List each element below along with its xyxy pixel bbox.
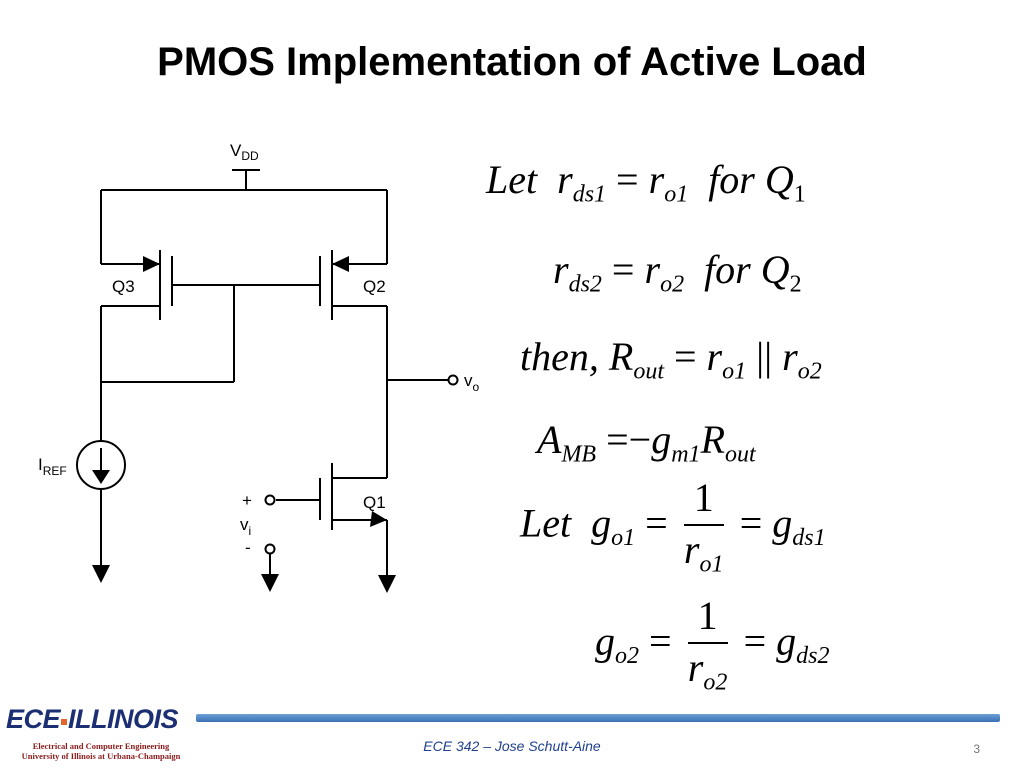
vo-terminal	[447, 374, 459, 386]
vi-minus-label: -	[245, 538, 251, 557]
footer-text: ECE 342 – Jose Schutt-Aine	[423, 738, 601, 754]
logo-subtitle: Electrical and Computer Engineering Univ…	[6, 741, 196, 761]
q3-label: Q3	[112, 277, 135, 296]
vi-plus-terminal	[264, 494, 276, 506]
slide-title: PMOS Implementation of Active Load	[157, 40, 867, 84]
iref-arrow	[92, 470, 110, 484]
equation-3: then, Rout = ro1 || ro2	[520, 334, 822, 385]
equation-1: Let rds1 = ro1 for Q1	[486, 157, 806, 208]
vdd-label: VDD	[230, 141, 259, 163]
equation-2: rds2 = ro2 for Q2	[553, 247, 802, 298]
page-number: 3	[973, 742, 980, 756]
fraction-1-over-ro1: 1 ro1	[683, 475, 724, 578]
q2-label: Q2	[363, 277, 386, 296]
q3-arrow	[143, 256, 160, 272]
equation-6: go2 = 1 ro2 = gds2	[595, 593, 830, 696]
vi-minus-terminal	[264, 543, 276, 555]
ground-arrow-left	[92, 565, 110, 583]
footer-bar	[196, 714, 1000, 722]
equation-4: AMB =−gm1Rout	[537, 417, 756, 468]
iref-label: IREF	[38, 455, 67, 478]
vo-label: vo	[464, 371, 480, 394]
q1-label: Q1	[363, 493, 386, 512]
circuit-wires	[100, 169, 448, 575]
q2-arrow	[332, 256, 349, 272]
ground-arrow-right	[378, 575, 396, 593]
logo-illinois: ILLINOIS	[68, 704, 179, 734]
circuit-diagram: VDD Q3 Q2 Q1 vo IREF + vi -	[38, 141, 480, 593]
logo-line-1: Electrical and Computer Engineering	[32, 741, 170, 751]
vi-plus-label: +	[242, 491, 252, 510]
vi-label: vi	[240, 515, 251, 538]
logo-ece: ECE	[6, 704, 61, 734]
fraction-1-over-ro2: 1 ro2	[687, 593, 728, 696]
equation-5: Let go1 = 1 ro1 = gds1	[520, 475, 826, 578]
ground-arrow-input	[261, 574, 279, 592]
logo-dot-icon	[61, 719, 68, 725]
logo-line-2: University of Illinois at Urbana-Champai…	[21, 751, 181, 762]
q1-arrow	[370, 511, 387, 527]
